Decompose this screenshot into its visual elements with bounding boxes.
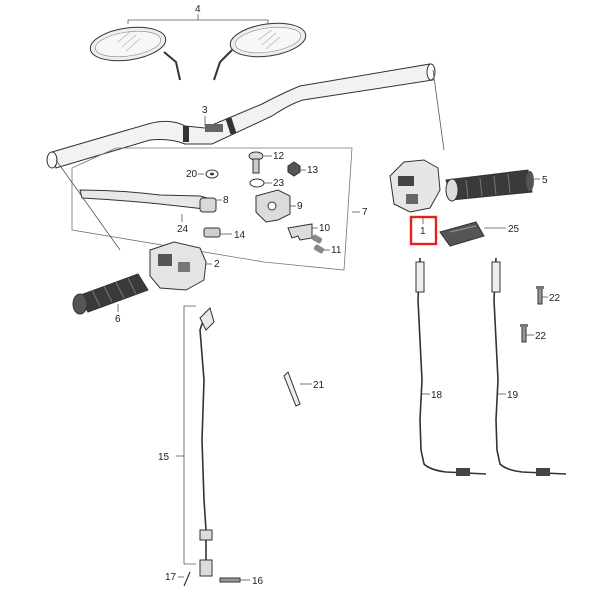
throttle-cable-b <box>491 257 567 476</box>
right-grip <box>445 169 534 202</box>
cable-guide <box>439 221 485 247</box>
cable-clip <box>283 371 301 407</box>
callout-25: 25 <box>508 224 520 235</box>
lever-holder <box>255 189 291 223</box>
mirror-right <box>213 22 307 81</box>
callout-3: 3 <box>202 105 208 116</box>
clamp-screws <box>311 234 325 254</box>
washer-23 <box>249 178 265 188</box>
callout-12: 12 <box>273 151 285 162</box>
screw-22-upper <box>536 286 544 305</box>
callout-23: 23 <box>273 178 285 189</box>
clamp <box>287 223 313 241</box>
left-grip <box>72 273 149 315</box>
screw-22-lower <box>520 324 528 343</box>
callout-22b: 22 <box>535 331 547 342</box>
cotter-pin <box>183 571 191 587</box>
callout-16: 16 <box>252 576 264 587</box>
stop-switch <box>203 227 221 238</box>
callout-21: 21 <box>313 380 325 391</box>
callout-22a: 22 <box>549 293 561 304</box>
callout-19: 19 <box>507 390 519 401</box>
handlebar <box>46 63 436 169</box>
clevis-pin <box>219 577 241 583</box>
pivot-bolt <box>248 151 264 174</box>
brake-lever <box>79 189 215 211</box>
callout-24: 24 <box>177 224 189 235</box>
lever-bolt <box>199 197 217 213</box>
mirror-left <box>89 26 181 81</box>
throttle-cable-a <box>415 257 487 476</box>
washer <box>205 169 219 179</box>
callout-17: 17 <box>165 572 177 583</box>
left-switch-housing <box>149 241 207 291</box>
callout-2: 2 <box>214 259 220 270</box>
callout-13: 13 <box>307 165 319 176</box>
lever-assembly-box <box>71 147 353 271</box>
callout-15: 15 <box>158 452 170 463</box>
highlight-box-part-1 <box>409 215 438 246</box>
callout-5: 5 <box>542 175 548 186</box>
callout-4: 4 <box>195 4 201 15</box>
callout-18: 18 <box>431 390 443 401</box>
callout-9: 9 <box>297 201 303 212</box>
callout-7: 7 <box>362 207 368 218</box>
callout-6: 6 <box>115 314 121 325</box>
callout-1: 1 <box>420 226 426 237</box>
callout-8: 8 <box>223 195 229 206</box>
callout-11: 11 <box>331 245 342 256</box>
clutch-cable <box>199 307 215 577</box>
throttle-housing <box>389 159 441 213</box>
callout-10: 10 <box>319 223 331 234</box>
callout-14: 14 <box>234 230 246 241</box>
callout-20: 20 <box>186 169 198 180</box>
nut <box>287 161 301 177</box>
